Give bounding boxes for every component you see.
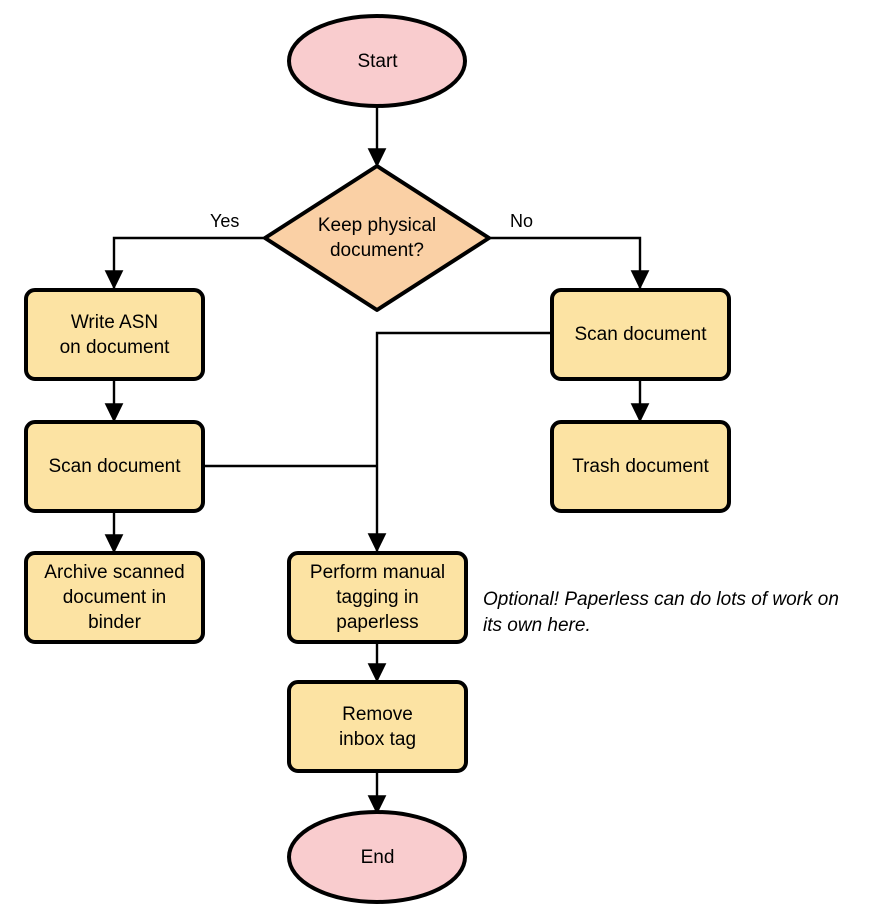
- node-scan-right-shape: [550, 288, 731, 381]
- edge-scan-right-to-tagging: [367, 331, 551, 553]
- node-trash-shape: [550, 420, 731, 513]
- edge-label-yes: Yes: [210, 211, 240, 231]
- node-end-shape: [287, 810, 467, 904]
- node-archive-shape: [24, 551, 205, 644]
- annotation-optional-note: Optional! Paperless can do lots of work …: [483, 589, 839, 636]
- edge-decision-yes-to-write-asn: [104, 236, 266, 290]
- node-write-asn-shape: [24, 288, 205, 381]
- edge-decision-no-to-scan-right: [489, 236, 650, 290]
- node-start-shape: [287, 14, 467, 108]
- node-decision-shape: [263, 164, 491, 312]
- edge-label-no: No: [510, 211, 534, 231]
- node-remove-inbox-shape: [287, 680, 468, 773]
- node-scan-left-shape: [24, 420, 205, 513]
- node-tagging-shape: [287, 551, 468, 644]
